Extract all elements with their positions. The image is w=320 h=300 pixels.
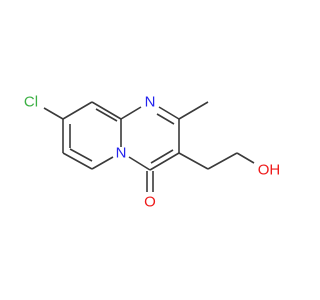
- bond-n1-c2-double: [156, 113, 175, 125]
- atom-nitrogen-bridgehead-label: N: [116, 145, 127, 162]
- bond-ch2-oh: [236, 152, 255, 164]
- bond-c9a-n1: [120, 106, 142, 120]
- bond-c8-c9: [62, 101, 93, 120]
- atom-oxygen-carbonyl-label: O: [144, 194, 156, 211]
- bond-c4-n5: [128, 156, 151, 171]
- bond-c3-c4-double: [150, 149, 174, 164]
- bond-c3-c4: [149, 152, 180, 171]
- bond-c8-cl: [43, 107, 64, 120]
- atom-nitrogen-ring-label: N: [145, 94, 156, 111]
- atom-chlorine-label: Cl: [24, 94, 38, 111]
- bond-c6-c7-double: [69, 148, 93, 162]
- bond-n5-c6: [91, 156, 114, 170]
- molecule-diagram: Cl N N O OH: [24, 94, 281, 211]
- bond-n1-c2: [158, 106, 180, 120]
- bond-c3-ch2: [178, 152, 209, 170]
- bond-c9-c9a: [91, 101, 122, 120]
- atom-oxygen-hydroxyl-label: OH: [258, 162, 281, 179]
- bond-ch2-ch2: [207, 152, 238, 170]
- bond-c2-methyl: [178, 101, 209, 120]
- bond-c9-c9a-double: [95, 108, 118, 122]
- bond-c6-c7: [62, 152, 93, 170]
